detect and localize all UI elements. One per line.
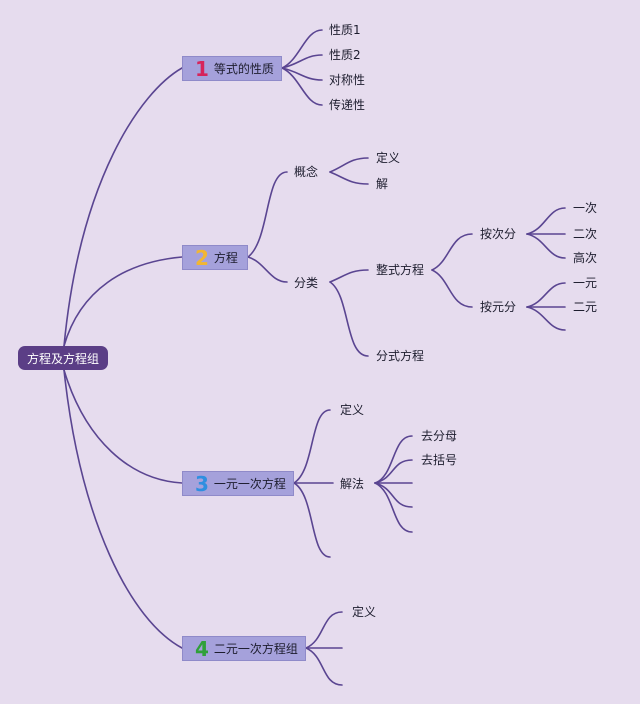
branch-1-node[interactable]: 1 等式的性质 [182, 56, 282, 81]
quadratic-degree-label[interactable]: 二次 [573, 227, 598, 241]
transitivity-label[interactable]: 传递性 [329, 98, 366, 112]
higher-degree-label[interactable]: 高次 [573, 251, 598, 265]
branch2-classify-connector [247, 256, 288, 283]
integral-bydegree-connector [431, 233, 473, 271]
concept-definition-label[interactable]: 定义 [376, 151, 401, 165]
root-branch2-connector [63, 256, 183, 347]
classify-fractional-connector [329, 281, 369, 357]
two-unknowns-label[interactable]: 二元 [573, 300, 598, 314]
concept-definition-connector [329, 157, 369, 173]
branch-3-number: 3 [195, 471, 209, 496]
branch1-child3-connector [281, 67, 323, 81]
concept-solution-label[interactable]: 解 [376, 177, 389, 191]
branch2-concept-connector [247, 171, 288, 258]
root-branch1-connector [63, 67, 183, 347]
root-branch3-connector [63, 369, 183, 484]
classify-label[interactable]: 分类 [294, 276, 319, 290]
solution-method-label[interactable]: 解法 [340, 477, 365, 491]
branch4-definition-connector [305, 611, 343, 649]
property-1-label[interactable]: 性质1 [329, 23, 361, 37]
bydegree-child3-connector [526, 233, 566, 259]
linear-definition-label[interactable]: 定义 [340, 403, 365, 417]
branch-1-label: 等式的性质 [213, 62, 274, 76]
branch-2-node[interactable]: 2 方程 [182, 245, 248, 270]
bydegree-child1-connector [526, 207, 566, 235]
branch-4-node[interactable]: 4 二元一次方程组 [182, 636, 306, 661]
branch-1-number: 1 [195, 56, 209, 81]
branch-2-label: 方程 [213, 251, 238, 265]
method-child4-connector [374, 482, 413, 508]
integral-byunknowns-connector [431, 269, 473, 308]
one-unknown-label[interactable]: 一元 [573, 276, 598, 290]
root-branch4-connector [63, 369, 183, 649]
system-definition-label[interactable]: 定义 [352, 605, 377, 619]
method-child5-connector [374, 482, 413, 533]
branch4-empty-connector [305, 647, 343, 686]
classify-integral-connector [329, 269, 369, 283]
branch-3-label: 一元一次方程 [213, 477, 286, 491]
concept-label[interactable]: 概念 [294, 165, 319, 179]
branch1-child4-connector [281, 67, 323, 106]
method-child1-connector [374, 435, 413, 484]
linear-degree-label[interactable]: 一次 [573, 201, 598, 215]
branch3-empty-connector [293, 482, 331, 558]
branch-4-label: 二元一次方程组 [213, 642, 298, 656]
integral-equation-label[interactable]: 整式方程 [376, 263, 425, 277]
fractional-equation-label[interactable]: 分式方程 [376, 349, 425, 363]
root-label: 方程及方程组 [26, 351, 99, 366]
property-2-label[interactable]: 性质2 [329, 48, 361, 62]
by-unknowns-label[interactable]: 按元分 [480, 300, 517, 314]
branch-3-node[interactable]: 3 一元一次方程 [182, 471, 294, 496]
remove-brackets-label[interactable]: 去括号 [421, 453, 458, 467]
byunknowns-child1-connector [526, 282, 566, 308]
symmetry-label[interactable]: 对称性 [329, 73, 366, 87]
method-child2-connector [374, 459, 413, 484]
branch1-child2-connector [281, 54, 323, 69]
byunknowns-child3-connector [526, 306, 566, 331]
remove-denominator-label[interactable]: 去分母 [421, 429, 458, 443]
branch1-child1-connector [281, 29, 323, 69]
branch3-definition-connector [293, 409, 331, 484]
branch-2-number: 2 [195, 245, 209, 270]
concept-solution-connector [329, 171, 369, 185]
root-node[interactable]: 方程及方程组 [18, 346, 108, 370]
branch-4-number: 4 [195, 636, 209, 661]
by-degree-label[interactable]: 按次分 [480, 227, 517, 241]
